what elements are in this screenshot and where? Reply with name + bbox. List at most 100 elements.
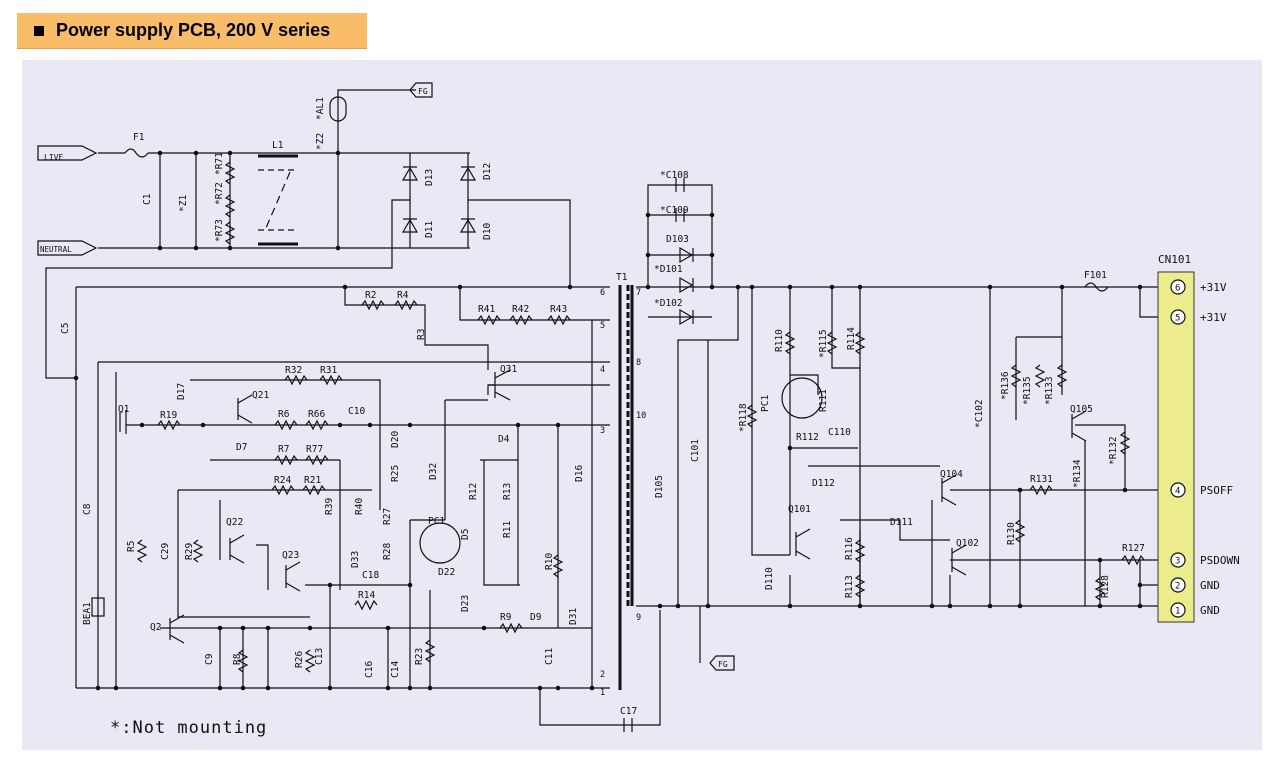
junction-dot bbox=[1017, 603, 1023, 609]
junction-dot bbox=[787, 445, 793, 451]
not-mounting-note: *:Not mounting bbox=[110, 718, 267, 738]
transformer-pin-number: 5 bbox=[600, 321, 605, 331]
component-label: D103 bbox=[666, 234, 689, 245]
section-title-text: Power supply PCB, 200 V series bbox=[56, 20, 331, 40]
transformer-name: T1 bbox=[616, 272, 628, 283]
component-label: *R72 bbox=[214, 182, 225, 205]
connector-pin-circle bbox=[1170, 552, 1186, 568]
component-label: *C108 bbox=[660, 170, 689, 181]
component-label: C11 bbox=[544, 648, 555, 665]
component-label: R110 bbox=[774, 329, 785, 352]
component-label: *D101 bbox=[654, 264, 683, 275]
junction-dot bbox=[735, 284, 741, 290]
component-label: C9 bbox=[204, 653, 215, 665]
component-label: F101 bbox=[1084, 270, 1107, 281]
component-label: C110 bbox=[828, 427, 851, 438]
junction-dot bbox=[709, 212, 715, 218]
junction-dot bbox=[657, 603, 663, 609]
junction-dot bbox=[1122, 487, 1128, 493]
component-label: *AL1 bbox=[315, 97, 326, 120]
junction-dot bbox=[1137, 582, 1143, 588]
component-label: D31 bbox=[568, 608, 579, 625]
junction-dot bbox=[787, 603, 793, 609]
junction-dot bbox=[645, 212, 651, 218]
junction-dot bbox=[987, 284, 993, 290]
junction-dot bbox=[947, 603, 953, 609]
component-label: R116 bbox=[844, 537, 855, 560]
component-label: D112 bbox=[812, 478, 835, 489]
junction-dot bbox=[307, 625, 313, 631]
component-label: D111 bbox=[890, 517, 913, 528]
component-label: R113 bbox=[844, 575, 855, 598]
component-label: R11 bbox=[502, 521, 513, 538]
component-label: C1 bbox=[142, 193, 153, 205]
component-label: D5 bbox=[460, 529, 471, 540]
junction-dot bbox=[645, 252, 651, 258]
component-label: C17 bbox=[620, 706, 637, 717]
component-label: R131 bbox=[1030, 474, 1053, 485]
junction-dot bbox=[857, 284, 863, 290]
component-label: R25 bbox=[390, 465, 401, 482]
component-label: D12 bbox=[482, 163, 493, 180]
junction-dot bbox=[407, 685, 413, 691]
component-label: R23 bbox=[414, 648, 425, 665]
junction-dot bbox=[193, 150, 199, 156]
junction-dot bbox=[481, 625, 487, 631]
junction-dot bbox=[327, 685, 333, 691]
junction-dot bbox=[1017, 487, 1023, 493]
component-label: *R71 bbox=[214, 152, 225, 175]
component-label: Q31 bbox=[500, 364, 517, 375]
junction-dot bbox=[589, 685, 595, 691]
component-label: R40 bbox=[354, 498, 365, 515]
live-input-label: LIVE bbox=[44, 153, 63, 162]
component-label: *D102 bbox=[654, 298, 683, 309]
component-label: R27 bbox=[382, 508, 393, 525]
component-labels: 65432178109F1C1*Z1*R71*R72*R73L1*Z2*AL1D… bbox=[60, 97, 1145, 717]
component-label: R4 bbox=[397, 290, 409, 301]
junction-dot bbox=[829, 284, 835, 290]
junction-dot bbox=[385, 685, 391, 691]
component-label: Q102 bbox=[956, 538, 979, 549]
component-label: Q1 bbox=[118, 404, 130, 415]
junction-dot bbox=[265, 685, 271, 691]
component-label: *R115 bbox=[818, 329, 829, 358]
component-label: C18 bbox=[362, 570, 379, 581]
section-title: Power supply PCB, 200 V series bbox=[17, 13, 367, 49]
connector-pin-circle bbox=[1170, 602, 1186, 618]
junction-dot bbox=[1137, 603, 1143, 609]
component-label: Q105 bbox=[1070, 404, 1093, 415]
component-label: Q104 bbox=[940, 469, 963, 480]
component-label: D11 bbox=[424, 221, 435, 238]
junction-dot bbox=[240, 685, 246, 691]
component-label: R130 bbox=[1006, 522, 1017, 545]
junction-dot bbox=[427, 685, 433, 691]
component-label: D23 bbox=[460, 595, 471, 612]
connector-pin-number: 1 bbox=[1175, 607, 1180, 617]
junction-dot bbox=[113, 685, 119, 691]
junction-dot bbox=[407, 582, 413, 588]
transformer-pin-number: 6 bbox=[600, 288, 605, 298]
junction-dot bbox=[457, 284, 463, 290]
component-label: R28 bbox=[382, 543, 393, 560]
junction-dot bbox=[367, 422, 373, 428]
junction-dots bbox=[73, 150, 1143, 691]
fg-bottom-label: FG bbox=[718, 660, 728, 669]
junction-dot bbox=[95, 685, 101, 691]
component-label: R39 bbox=[324, 498, 335, 515]
component-label: *C102 bbox=[974, 399, 985, 428]
junction-dot bbox=[335, 245, 341, 251]
junction-dot bbox=[139, 422, 145, 428]
junction-dot bbox=[240, 625, 246, 631]
component-label: R13 bbox=[502, 483, 513, 500]
component-label: R24 bbox=[274, 475, 291, 486]
connector-cn101-body bbox=[1157, 271, 1195, 623]
component-label: C101 bbox=[690, 439, 701, 462]
transformer-pin-number: 10 bbox=[636, 411, 646, 421]
component-label: C29 bbox=[160, 543, 171, 560]
component-label: R42 bbox=[512, 304, 529, 315]
component-label: C14 bbox=[390, 661, 401, 678]
component-label: R12 bbox=[468, 483, 479, 500]
junction-dot bbox=[857, 603, 863, 609]
neutral-input-label: NEUTRAL bbox=[40, 245, 72, 254]
